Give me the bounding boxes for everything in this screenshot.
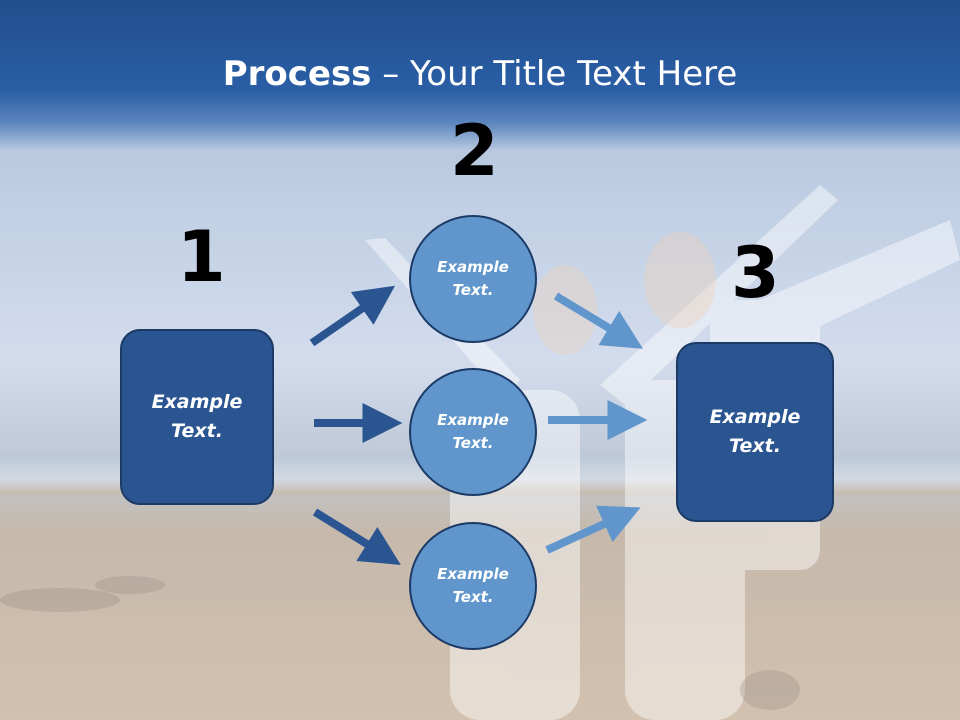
left-box: Example Text.	[120, 329, 274, 505]
right-box-line1: Example	[709, 406, 801, 428]
right-box: Example Text.	[676, 342, 834, 522]
arrow-to-top-circle	[309, 285, 396, 347]
right-box-line2: Text.	[729, 435, 781, 457]
step-number-3: 3	[731, 232, 780, 314]
circle-bottom-line2: Text.	[452, 588, 494, 606]
circle-bottom-line1: Example	[437, 565, 509, 583]
title-rest: – Your Title Text Here	[371, 54, 738, 94]
step-number-2: 2	[450, 110, 499, 192]
arrow-from-bottom-circle	[545, 505, 641, 554]
circle-middle-line2: Text.	[452, 434, 494, 452]
circle-top-line2: Text.	[452, 281, 494, 299]
left-box-line2: Text.	[171, 420, 223, 442]
title-bold: Process	[222, 54, 372, 94]
circle-middle: Example Text.	[409, 368, 537, 496]
step-number-1: 1	[177, 216, 226, 298]
circle-top: Example Text.	[409, 215, 537, 343]
circle-bottom: Example Text.	[409, 522, 537, 650]
circle-top-line1: Example	[437, 258, 509, 276]
slide-title: Process – Your Title Text Here	[0, 52, 960, 96]
arrow-from-top-circle	[553, 292, 643, 349]
circle-middle-line1: Example	[437, 411, 509, 429]
title-bar	[0, 0, 960, 150]
left-box-line1: Example	[151, 391, 243, 413]
arrow-to-bottom-circle	[312, 508, 401, 565]
